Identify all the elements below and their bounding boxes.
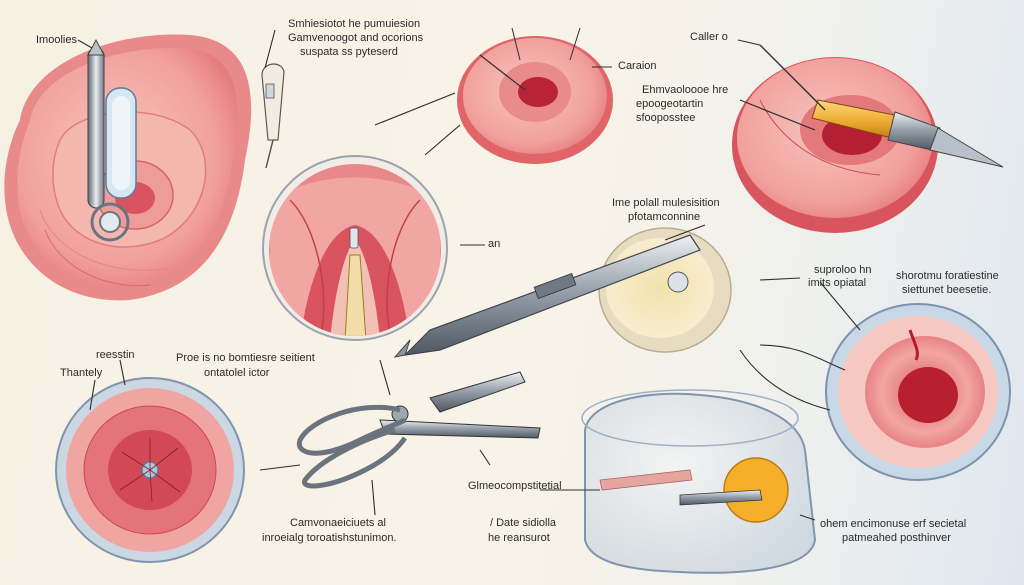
glass-jar-bottom [581, 389, 817, 574]
label-bottom-left-2: inroeialg toroatishstunimon. [262, 532, 397, 544]
label-top-center-1: Smhiesiotot he pumuiesion [288, 18, 421, 30]
label-mid-top-1: Ehmvaoloooe hre [642, 84, 729, 96]
label-mid-top-3: sfooposstee [636, 112, 696, 124]
label-bottom-mid-1: / Date sidiolla [490, 517, 557, 529]
probe-instrument-top-left [87, 38, 137, 242]
label-center-right-1: Ime polall mulesisition [612, 197, 720, 209]
gold-tipped-instrument [739, 44, 1004, 168]
label-mid-bottom: Glmeocompstitetial [468, 480, 562, 492]
label-mid-left-2: ontatolel ictor [204, 367, 270, 379]
magnified-canal-view [262, 155, 448, 341]
label-bottom-right-1: ohem encimonuse erf secietal [820, 518, 967, 530]
label-top-right: Caller o [690, 31, 728, 43]
label-left-2: Thantely [60, 367, 103, 379]
scissors-instrument [296, 371, 541, 489]
leader-lines [77, 29, 861, 521]
label-right-1: suproloo hn [814, 264, 872, 276]
label-bottom-left-1: Camvonaeiciuets al [290, 517, 386, 529]
label-top-center-2: Gamvenoogot and ocorions [288, 32, 424, 44]
label-mid-left-1: Proe is no bomtiesre seitient [176, 352, 315, 364]
label-bottom-mid-2: he reansurot [488, 532, 550, 544]
label-caraion: Caraion [618, 60, 657, 72]
label-mid-top-2: epoogeotartin [636, 98, 704, 110]
tissue-disk-top-center [457, 27, 613, 164]
label-center-right-2: pfotamconnine [628, 211, 701, 223]
label-an: an [488, 238, 501, 250]
label-far-right-2: siettunet beesetie. [902, 284, 992, 296]
label-right-2: imits opiatal [808, 277, 867, 289]
glass-dish-right [825, 303, 1011, 481]
label-far-right-1: shorotmu foratiestine [896, 270, 999, 282]
label-top-center-3: suspata ss pyteserd [300, 46, 398, 58]
tissue-dish-bottom-left [55, 377, 245, 563]
label-bottom-right-2: patmeahed posthinver [842, 532, 951, 544]
label-left-1: reesstin [96, 349, 135, 361]
small-tip-instrument [261, 63, 285, 169]
pen-instrument-center [393, 234, 701, 358]
label-top-left: Imoolies [36, 34, 77, 46]
tissue-disk-top-right [732, 57, 938, 233]
